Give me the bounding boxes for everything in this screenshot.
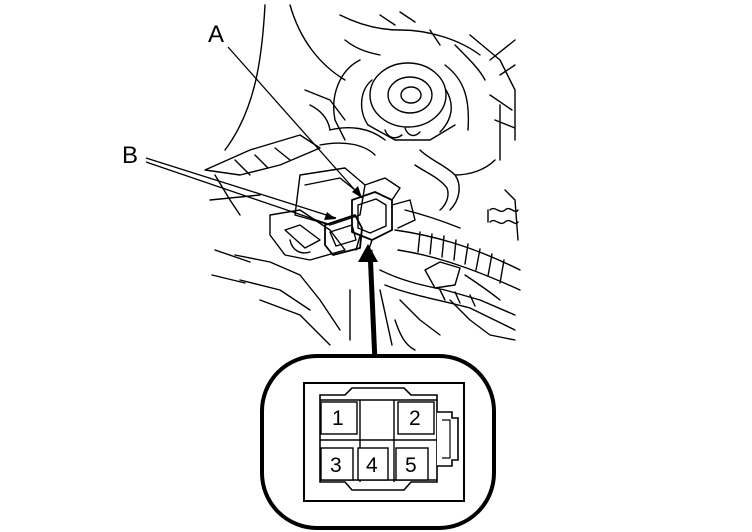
pin-label-3: 3 [330, 454, 342, 477]
pin-cell-5 [395, 447, 429, 481]
connector-inset: 1 2 3 4 5 [260, 354, 496, 530]
callout-a: A [208, 21, 224, 48]
locking-tab [437, 411, 459, 467]
pin-label-1: 1 [332, 407, 344, 430]
leader-line-b [145, 157, 337, 219]
pin-cell-3 [320, 447, 354, 481]
arrowhead-a [352, 186, 362, 198]
leader-lines [145, 46, 363, 225]
engine-bay-illustration [204, 4, 521, 351]
pointer-arrowhead [358, 244, 378, 262]
pin-label-2: 2 [409, 407, 421, 430]
leader-line-b-2 [145, 161, 329, 225]
pin-label-5: 5 [405, 454, 417, 477]
pointer-line [367, 249, 378, 363]
pin-cell-1 [320, 401, 358, 435]
pin-cell-4 [357, 447, 389, 481]
leader-line-a [227, 46, 363, 199]
arrowhead-b [324, 212, 336, 220]
pin-cell-2 [397, 401, 435, 435]
callout-b: B [122, 142, 138, 169]
pin-label-4: 4 [366, 454, 378, 477]
